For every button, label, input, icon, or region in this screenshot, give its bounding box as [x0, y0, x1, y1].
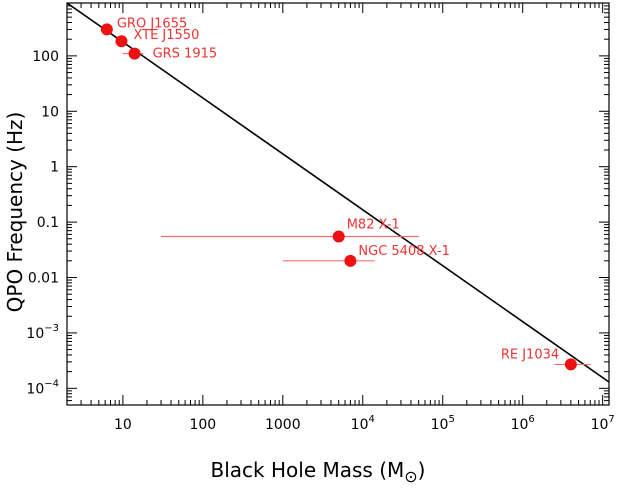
y-tick-label: 0.01 [28, 271, 59, 287]
data-point [344, 254, 357, 267]
x-tick-label: 104 [351, 414, 375, 433]
point-label: RE J1034 [501, 347, 559, 362]
point-label: GRS 1915 [153, 47, 218, 62]
x-tick-label: 10 [114, 417, 132, 433]
x-tick-label: 106 [511, 414, 535, 433]
x-tick-label: 107 [591, 414, 615, 433]
y-axis-label: QPO Frequency (Hz) [3, 112, 27, 313]
y-tick-label: 1 [50, 160, 59, 176]
y-tick-label: 0.1 [37, 215, 59, 231]
y-tick-label: 100 [32, 49, 59, 65]
data-point [100, 23, 113, 36]
y-tick-label: 10−3 [26, 323, 59, 342]
data-point [128, 47, 141, 60]
y-axis: 10−4 10−3 0.01 0.1 1 10 100 [26, 2, 609, 406]
x-tick-label: 100 [189, 417, 216, 433]
point-label: GRO J1655 [117, 16, 187, 31]
x-axis-label: Black Hole Mass (M⊙) [211, 458, 426, 486]
point-label: NGC 5408 X-1 [358, 244, 449, 259]
data-point [115, 35, 128, 48]
x-tick-label: 1000 [265, 417, 301, 433]
y-tick-label: 10−4 [26, 378, 59, 397]
point-label: M82 X-1 [347, 217, 400, 232]
fit-line [66, 2, 610, 383]
x-axis-label-subscript: ⊙ [404, 467, 417, 486]
point-label: XTE J1550 [133, 28, 199, 43]
data-point [332, 230, 345, 243]
plot-frame [66, 2, 610, 406]
y-tick-label: 10 [41, 104, 59, 120]
fit-line-group [66, 2, 610, 383]
x-tick-label: 105 [431, 414, 455, 433]
x-axis: 10 100 1000 104 105 106 107 [66, 3, 615, 433]
data-point [564, 358, 577, 371]
